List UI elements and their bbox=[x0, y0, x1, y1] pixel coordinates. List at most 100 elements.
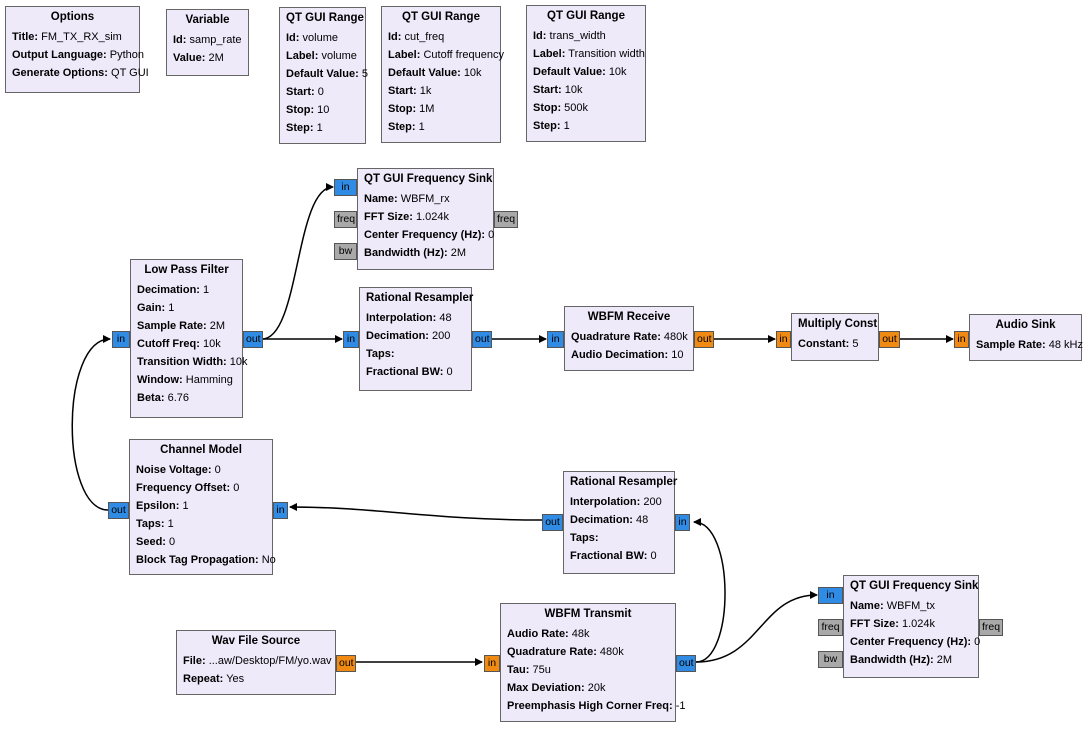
param-key: Center Frequency (Hz): bbox=[850, 636, 972, 648]
multiply-in-port[interactable]: in bbox=[776, 331, 791, 348]
param-value: FM_TX_RX_sim bbox=[41, 31, 122, 43]
param-key: Repeat: bbox=[183, 673, 224, 685]
param-value: 200 bbox=[432, 330, 451, 342]
freq-sink-tx-freq-in-port[interactable]: freq bbox=[818, 619, 843, 636]
param-key: Seed: bbox=[136, 536, 166, 548]
lpf-in-port[interactable]: in bbox=[112, 331, 130, 348]
audio-sink-in-port[interactable]: in bbox=[954, 331, 969, 348]
resampler-tx-out-port[interactable]: out bbox=[542, 514, 563, 531]
param-value: 0 bbox=[233, 482, 240, 494]
wire-resampler-to-channel[interactable] bbox=[289, 503, 543, 521]
resampler-rx-out-port[interactable]: out bbox=[472, 331, 492, 348]
param-key: Audio Decimation: bbox=[571, 349, 669, 361]
param-row: Decimation: 200 bbox=[366, 327, 465, 345]
param-value: 10k bbox=[229, 356, 248, 368]
param-row: Interpolation: 200 bbox=[570, 493, 668, 511]
param-row: Name: WBFM_rx bbox=[364, 190, 487, 208]
param-key: Taps: bbox=[366, 348, 395, 360]
param-row: Audio Rate: 48k bbox=[507, 625, 669, 643]
freq-sink-rx-freq-out-port[interactable]: freq bbox=[494, 211, 518, 228]
param-key: Fractional BW: bbox=[366, 366, 444, 378]
freq-sink-tx-in-port[interactable]: in bbox=[818, 587, 843, 604]
param-row: Quadrature Rate: 480k bbox=[507, 643, 669, 661]
param-key: Fractional BW: bbox=[570, 550, 648, 562]
param-row: Step: 1 bbox=[286, 119, 359, 137]
block-title: QT GUI Range bbox=[402, 11, 480, 23]
param-key: Epsilon: bbox=[136, 500, 180, 512]
param-key: Step: bbox=[286, 122, 314, 134]
param-value: 10k bbox=[203, 338, 221, 350]
param-key: Step: bbox=[388, 121, 416, 133]
wire-lpf-to-freqsink[interactable] bbox=[261, 183, 334, 340]
resampler-rx-in-port[interactable]: in bbox=[343, 331, 359, 348]
freq-sink-rx-freq-in-port[interactable]: freq bbox=[334, 211, 357, 228]
param-value: No bbox=[261, 554, 276, 566]
wire-wbfmtx-to-freqsink[interactable] bbox=[695, 591, 818, 663]
freq-sink-tx-bw-port[interactable]: bw bbox=[818, 651, 843, 668]
param-row: Taps: 1 bbox=[136, 515, 266, 533]
freq-sink-rx-in-port[interactable]: in bbox=[334, 179, 357, 196]
param-row: Value: 2M bbox=[173, 49, 242, 67]
wire-channel-to-lpf[interactable] bbox=[71, 335, 111, 511]
param-value: 1 bbox=[167, 518, 174, 530]
param-value: 0 bbox=[650, 550, 657, 562]
param-row: Center Frequency (Hz): 0 bbox=[364, 226, 494, 244]
param-key: Taps: bbox=[570, 532, 599, 544]
param-row: Name: WBFM_tx bbox=[850, 597, 972, 615]
param-row: Beta: 6.76 bbox=[137, 389, 236, 407]
param-key: Center Frequency (Hz): bbox=[364, 229, 486, 241]
block-title: QT GUI Range bbox=[286, 12, 364, 24]
param-row: Bandwidth (Hz): 2M bbox=[364, 244, 487, 262]
freq-sink-tx-freq-out-port[interactable]: freq bbox=[979, 619, 1003, 636]
param-row: Sample Rate: 2M bbox=[137, 317, 236, 335]
param-key: Decimation: bbox=[137, 284, 200, 296]
param-value: -1 bbox=[675, 700, 686, 712]
lpf-out-port[interactable]: out bbox=[243, 331, 263, 348]
block-title: Channel Model bbox=[160, 444, 242, 456]
multiply-out-port[interactable]: out bbox=[879, 331, 900, 348]
channel-model-out-port[interactable]: out bbox=[108, 502, 129, 519]
param-key: Tau: bbox=[507, 664, 530, 676]
param-row: Noise Voltage: 0 bbox=[136, 461, 266, 479]
param-key: Label: bbox=[388, 49, 421, 61]
param-key: Cutoff Freq: bbox=[137, 338, 200, 350]
block-title: Multiply Const bbox=[798, 318, 878, 330]
param-key: Beta: bbox=[137, 392, 165, 404]
wav-source-out-port[interactable]: out bbox=[336, 655, 356, 672]
param-key: Interpolation: bbox=[570, 496, 641, 508]
param-value: Transition width bbox=[568, 48, 645, 60]
param-row: Sample Rate: 48 kHz bbox=[976, 336, 1083, 354]
param-row: Quadrature Rate: 480k bbox=[571, 328, 688, 346]
freq-sink-rx-bw-port[interactable]: bw bbox=[334, 243, 357, 260]
resampler-tx-in-port[interactable]: in bbox=[675, 514, 690, 531]
param-value: 200 bbox=[643, 496, 662, 508]
param-value: ...aw/Desktop/FM/yo.wav bbox=[208, 655, 332, 667]
param-key: Default Value: bbox=[388, 67, 461, 79]
param-row: Bandwidth (Hz): 2M bbox=[850, 651, 972, 669]
wbfm-tx-in-port[interactable]: in bbox=[484, 655, 500, 672]
param-key: Id: bbox=[388, 31, 402, 43]
wire-wbfmtx-to-resampler[interactable] bbox=[693, 518, 726, 663]
wbfm-rx-in-port[interactable]: in bbox=[547, 331, 564, 348]
channel-model-in-port[interactable]: in bbox=[273, 502, 288, 519]
wbfm-tx-out-port[interactable]: out bbox=[676, 655, 696, 672]
block-title: QT GUI Range bbox=[547, 10, 625, 22]
wbfm-rx-out-port[interactable]: out bbox=[694, 331, 714, 348]
block-title: WBFM Receive bbox=[587, 311, 671, 323]
